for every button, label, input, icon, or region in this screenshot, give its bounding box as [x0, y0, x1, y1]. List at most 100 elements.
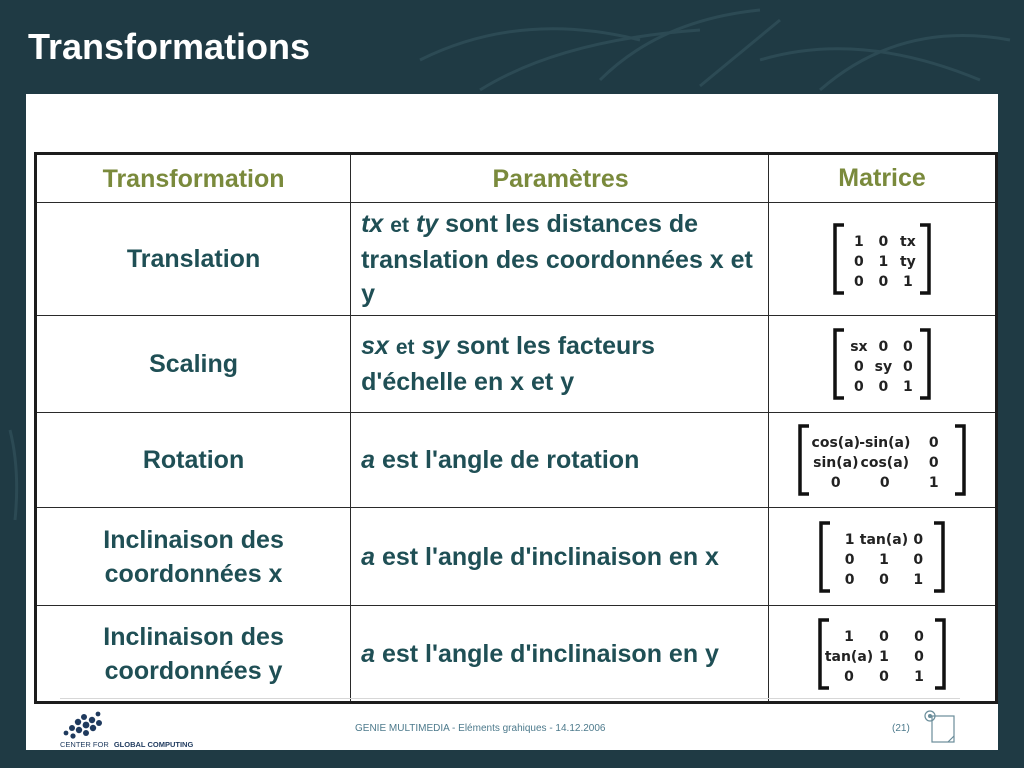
param-var: sx — [361, 332, 389, 360]
matrix-entry: tan(a) — [860, 532, 908, 548]
matrix-svg: 1 0 0 tan(a) 1 0 0 0 1 — [818, 617, 946, 690]
matrix-bracket — [819, 520, 945, 593]
table-row: Inclinaison des coordonnées x a est l'an… — [34, 507, 997, 606]
page-number: (21) — [892, 723, 910, 734]
matrix-entry: sy — [875, 359, 892, 375]
logo-text-light: CENTER FOR — [60, 740, 109, 749]
matrix-entry: 1 — [879, 649, 889, 665]
matrix-entry: 0 — [903, 339, 913, 355]
parameter-description: sx et sy sont les facteurs d'échelle en … — [350, 315, 770, 413]
param-conj: et — [395, 336, 415, 359]
param-var: a — [361, 542, 376, 571]
param-var: a — [361, 446, 376, 474]
matrix-cell: 1 0 0 tan(a) 1 0 0 0 1 — [768, 605, 997, 703]
matrix-entry: 0 — [929, 455, 939, 471]
notes-icon — [920, 708, 960, 751]
footer-caption: GENIE MULTIMEDIA - Eléments grahiques - … — [355, 723, 606, 734]
matrix-bracket — [833, 328, 931, 400]
matrix-shear-y: 1 0 0 tan(a) 1 0 0 0 1 — [817, 617, 947, 690]
matrix-entry: 0 — [854, 254, 864, 270]
transformations-table: Transformation Paramètres Matrice Transl… — [34, 152, 998, 704]
matrix-bracket — [833, 223, 931, 295]
param-var: ty — [415, 210, 439, 238]
matrix-entry: 0 — [879, 339, 889, 355]
matrix-entry: 1 — [844, 629, 854, 645]
param-text: sont les facteurs d'échelle en x et y — [361, 332, 655, 396]
param-var: tx — [361, 210, 384, 238]
matrix-entry: 0 — [845, 552, 855, 568]
transformation-name: Scaling — [34, 315, 352, 413]
parameter-description: tx et ty sont les distances de translati… — [350, 202, 770, 316]
matrix-entry: 1 — [879, 552, 889, 568]
parameter-description: a est l'angle de rotation — [350, 412, 770, 508]
matrix-entry: 1 — [929, 475, 939, 491]
matrix-entry: cos(a) — [861, 455, 910, 471]
param-text: est l'angle de rotation — [381, 446, 640, 474]
footer-divider — [60, 698, 960, 699]
header-matrice: Matrice — [768, 153, 997, 203]
header-transformation: Transformation — [34, 153, 352, 203]
matrix-entry: 0 — [879, 629, 889, 645]
parameter-description: a est l'angle d'inclinaison en x — [350, 507, 770, 606]
param-text: est l'angle d'inclinaison en y — [381, 639, 719, 668]
matrix-entry: 0 — [854, 359, 864, 375]
transformation-name: Translation — [34, 202, 352, 316]
matrix-entry: sin(a) — [813, 455, 858, 471]
matrix-bracket — [798, 424, 966, 496]
table-row: Inclinaison des coordonnées y a est l'an… — [34, 605, 997, 703]
matrix-entry: 0 — [879, 274, 889, 290]
transformation-name: Inclinaison des coordonnées x — [34, 507, 352, 606]
matrix-entry: 0 — [880, 475, 890, 491]
matrix-entry: 0 — [845, 572, 855, 588]
matrix-entry: 0 — [914, 649, 924, 665]
matrix-entry: 1 — [903, 274, 913, 290]
matrix-entry: 1 — [913, 572, 923, 588]
param-var: a — [361, 639, 376, 668]
table-row: Rotation a est l'angle de rotation cos(a… — [34, 412, 997, 508]
matrix-entry: 0 — [879, 669, 889, 685]
matrix-entry: 0 — [831, 475, 841, 491]
matrix-entry: 0 — [914, 629, 924, 645]
matrix-entry: 1 — [854, 234, 864, 250]
param-conj: et — [390, 214, 409, 237]
matrix-entry: 1 — [879, 254, 889, 270]
matrix-entry: sx — [850, 339, 867, 355]
matrix-entry: tx — [900, 234, 916, 250]
transformation-name: Rotation — [34, 412, 352, 508]
logo-text-bold: GLOBAL COMPUTING — [114, 740, 194, 749]
matrix-entry: tan(a) — [825, 649, 873, 665]
logo-mark-icon — [63, 711, 102, 739]
slide-title: Transformations — [28, 26, 311, 67]
matrix-entry: 0 — [913, 552, 923, 568]
matrix-entry: 1 — [845, 532, 855, 548]
matrix-entry: 1 — [914, 669, 924, 685]
content-panel: Transformation Paramètres Matrice Transl… — [26, 94, 998, 750]
matrix-entry: 0 — [879, 234, 889, 250]
header-parametres: Paramètres — [350, 153, 770, 203]
matrix-entry: cos(a) — [812, 435, 861, 451]
param-text: sont les distances de translation des co… — [361, 210, 753, 308]
matrix-entry: 1 — [903, 379, 913, 395]
matrix-entry: 0 — [879, 572, 889, 588]
parameter-description: a est l'angle d'inclinaison en y — [350, 605, 770, 703]
matrix-entry: 0 — [854, 274, 864, 290]
matrix-entry: -sin(a) — [859, 435, 910, 451]
param-text: est l'angle d'inclinaison en x — [381, 542, 719, 571]
table-header-row: Transformation Paramètres Matrice — [34, 153, 997, 203]
transformation-name: Inclinaison des coordonnées y — [34, 605, 352, 703]
svg-text:CENTER FOR GLOBAL COMPUT: CENTER FOR GLOBAL COMPUTING — [60, 740, 193, 749]
table-row: Translation tx et ty sont les distances … — [34, 202, 997, 316]
matrix-entry: 0 — [844, 669, 854, 685]
matrix-entry: 0 — [903, 359, 913, 375]
